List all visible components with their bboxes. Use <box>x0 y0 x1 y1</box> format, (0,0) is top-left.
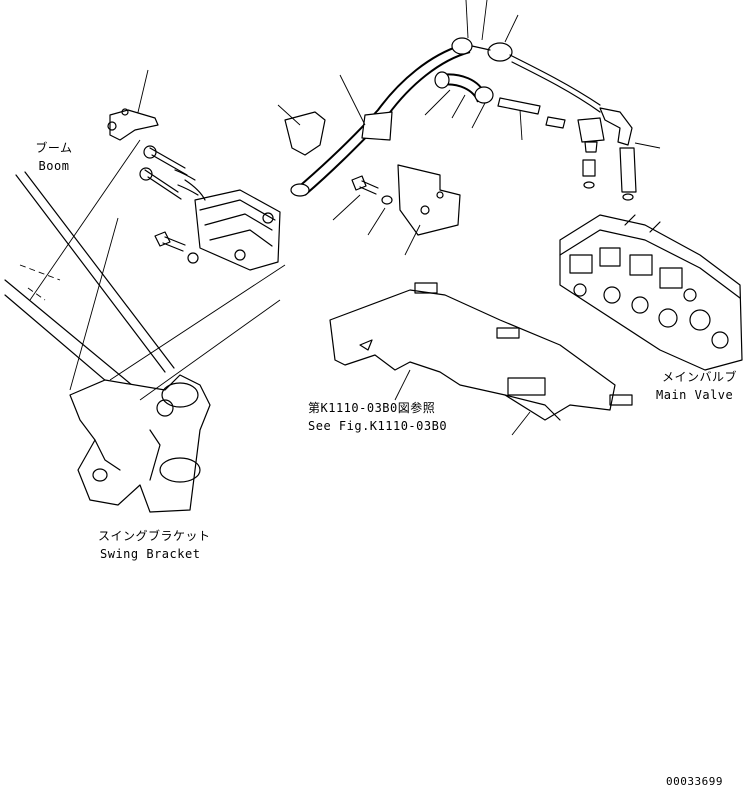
main-valve-label-jp: メインバルブ <box>662 370 738 384</box>
small-bracket <box>277 104 326 156</box>
boom-arm <box>4 171 175 411</box>
swing-bracket <box>69 374 211 513</box>
swing-bracket-label-jp: スイングブラケット <box>98 529 211 543</box>
middle-hose <box>424 71 494 129</box>
boom-clip <box>107 108 159 141</box>
bolt-center <box>332 175 393 236</box>
main-valve <box>559 214 743 371</box>
bracket-plate <box>397 164 461 256</box>
elbow-block <box>577 107 661 153</box>
reference-label-jp: 第K1110-03B0図参照 <box>308 401 436 415</box>
leader-lines-left <box>29 69 286 401</box>
clamp-block <box>184 179 281 271</box>
drawing-number: 00033699 <box>666 775 723 788</box>
main-hose <box>290 44 471 197</box>
valve-fittings <box>582 147 637 201</box>
hose-fittings <box>139 145 199 200</box>
main-valve-label-en: Main Valve <box>656 388 734 402</box>
top-fittings <box>451 0 601 113</box>
boom-label-jp: ブーム <box>35 141 73 155</box>
swing-bracket-label-en: Swing Bracket <box>100 547 201 561</box>
reference-label-en: See Fig.K1110-03B0 <box>308 419 448 433</box>
straight-adapter <box>497 97 566 141</box>
boom-label-en: Boom <box>38 159 70 173</box>
bolt-left <box>154 231 199 264</box>
cover-plate <box>329 282 633 436</box>
